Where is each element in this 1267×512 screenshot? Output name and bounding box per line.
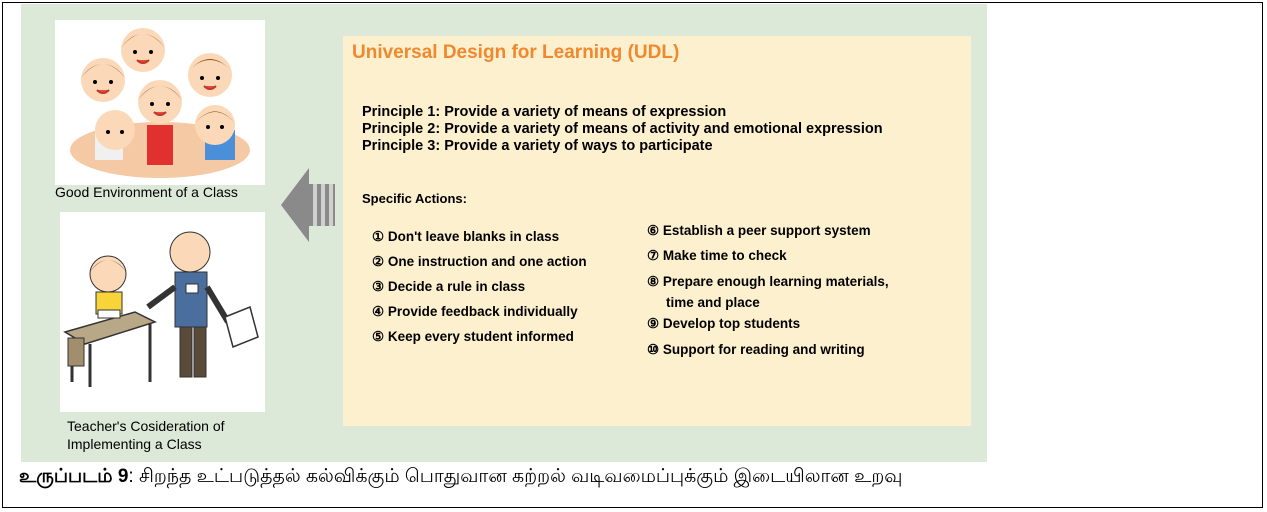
principle-2: Principle 2: Provide a variety of means …: [362, 121, 883, 137]
figure-caption-text: : சிறந்த உட்படுத்தல் கல்விக்கும் பொதுவான…: [128, 466, 903, 487]
principle-1: Principle 1: Provide a variety of means …: [362, 104, 727, 120]
teacher-student-image: [60, 212, 265, 412]
children-group-image: [55, 20, 265, 185]
action-6: ⑥ Establish a peer support system: [647, 223, 871, 238]
udl-title: Universal Design for Learning (UDL): [352, 42, 680, 63]
teacher-caption-line1: Teacher's Cosideration of: [67, 418, 225, 434]
figure-caption: உருப்படம் 9: சிறந்த உட்படுத்தல் கல்விக்க…: [19, 466, 902, 490]
specific-actions-title: Specific Actions:: [362, 191, 467, 206]
action-1: ① Don't leave blanks in class: [372, 229, 560, 244]
principle-3: Principle 3: Provide a variety of ways t…: [362, 138, 713, 154]
udl-principles: Principle 1: Provide a variety of means …: [362, 104, 883, 155]
figure-caption-label: உருப்படம் 9: [19, 466, 129, 487]
action-2: ② One instruction and one action: [372, 254, 587, 269]
class-environment-caption: Good Environment of a Class: [55, 184, 238, 200]
action-9: ⑨ Develop top students: [647, 316, 801, 331]
action-3: ③ Decide a rule in class: [372, 279, 526, 294]
udl-box: [343, 36, 971, 426]
action-4: ④ Provide feedback individually: [372, 304, 578, 319]
action-10: ⑩ Support for reading and writing: [647, 342, 865, 357]
action-7: ⑦ Make time to check: [647, 248, 787, 263]
left-arrow-icon: [281, 168, 335, 242]
teacher-caption-line2: Implementing a Class: [67, 436, 202, 452]
action-8-continued: time and place: [666, 295, 760, 310]
action-8: ⑧ Prepare enough learning materials,: [647, 274, 889, 289]
action-5: ⑤ Keep every student informed: [372, 329, 574, 344]
teacher-consideration-caption: Teacher's Cosideration of Implementing a…: [67, 417, 277, 453]
